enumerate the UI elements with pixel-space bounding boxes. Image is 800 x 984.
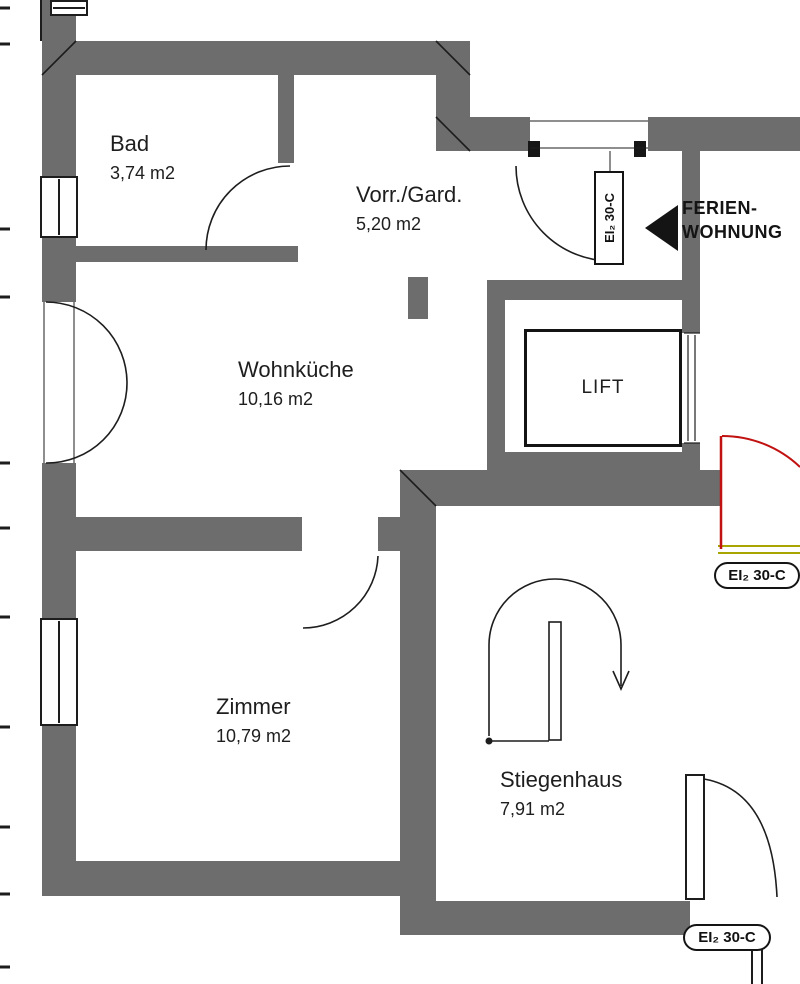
wall-corridor	[400, 470, 720, 506]
mitre-line	[41, 40, 77, 76]
stair-start-dot	[485, 737, 493, 745]
fire-badge-lower: EI₂ 30-C	[683, 924, 771, 951]
room-area-vorraum: 5,20 m2	[356, 214, 422, 234]
wall-top-main	[42, 41, 436, 75]
wall-interior-right	[378, 517, 436, 551]
entry-door-jamb-right	[634, 141, 646, 157]
wall-bad-bottom	[76, 246, 298, 262]
french-door-arc-bottom	[45, 382, 128, 464]
wall-left-upper	[42, 0, 76, 176]
wall-top-right-b	[648, 117, 800, 151]
stair-core	[548, 621, 562, 741]
wall-vorraum-stub	[408, 277, 428, 319]
wall-lift-west	[487, 280, 505, 472]
fire-rating-text: EI₂ 30-C	[601, 193, 617, 243]
stair-door-arc	[703, 778, 778, 898]
wall-zimmer-south	[42, 861, 436, 896]
corridor-fire-door	[718, 434, 800, 554]
stair-arrow-icon	[612, 670, 630, 691]
entry-fire-door-label: EI₂ 30-C	[594, 171, 624, 265]
wall-lift-north	[487, 280, 700, 300]
wall-stair-south	[436, 901, 690, 935]
wall-interior-left	[76, 517, 302, 551]
room-area-stiegenhaus: 7,91 m2	[500, 799, 566, 819]
window-pane	[53, 7, 85, 9]
french-door-arc-top	[45, 301, 128, 384]
wall-top-connector	[436, 41, 470, 151]
bad-door-arc	[205, 165, 291, 251]
ferienwohnung-line2: WOHNUNG	[682, 222, 783, 242]
fire-badge-corridor: EI₂ 30-C	[714, 562, 800, 589]
mitre-line	[435, 40, 471, 76]
window-bad	[40, 176, 78, 238]
ferienwohnung-label: FERIEN- WOHNUNG	[682, 196, 783, 244]
mitre-line	[399, 469, 437, 507]
room-label-vorraum: Vorr./Gard.	[356, 182, 463, 207]
room-label-bad: Bad	[110, 131, 150, 156]
room-area-bad: 3,74 m2	[110, 163, 176, 183]
room-label-stiegenhaus: Stiegenhaus	[500, 767, 623, 792]
fire-door-arc	[721, 434, 800, 468]
mitre-line	[435, 116, 471, 152]
window-pane	[58, 621, 60, 723]
wall-top-right-a	[470, 117, 530, 151]
window-top-corner	[50, 0, 88, 16]
stair-walk-line	[488, 578, 622, 736]
room-label-zimmer: Zimmer	[216, 694, 291, 719]
lift-label: LIFT	[581, 377, 625, 398]
window-zimmer	[40, 618, 78, 726]
wall-lift-south	[487, 452, 700, 472]
threshold-lines	[718, 545, 800, 554]
wall-bad-divider	[278, 75, 294, 163]
entry-door-jamb-left	[528, 141, 540, 157]
ferienwohnung-line1: FERIEN-	[682, 198, 758, 218]
stair-door-leaf	[685, 774, 705, 900]
wall-lift-east-upper	[682, 151, 700, 333]
dimension-ticks	[0, 6, 10, 969]
wall-left-lower	[42, 463, 76, 618]
room-area-wohnkueche: 10,16 m2	[238, 389, 314, 409]
window-pane	[58, 179, 60, 235]
ferienwohnung-arrow-icon	[645, 205, 678, 251]
entry-door-arc	[515, 165, 611, 262]
lift-cab: LIFT	[524, 329, 682, 447]
partition-cut-line	[751, 948, 763, 984]
zimmer-door-arc	[302, 555, 379, 629]
room-area-zimmer: 10,79 m2	[216, 726, 292, 746]
wall-left-mid	[42, 238, 76, 302]
room-label-wohnkueche: Wohnküche	[238, 357, 354, 382]
